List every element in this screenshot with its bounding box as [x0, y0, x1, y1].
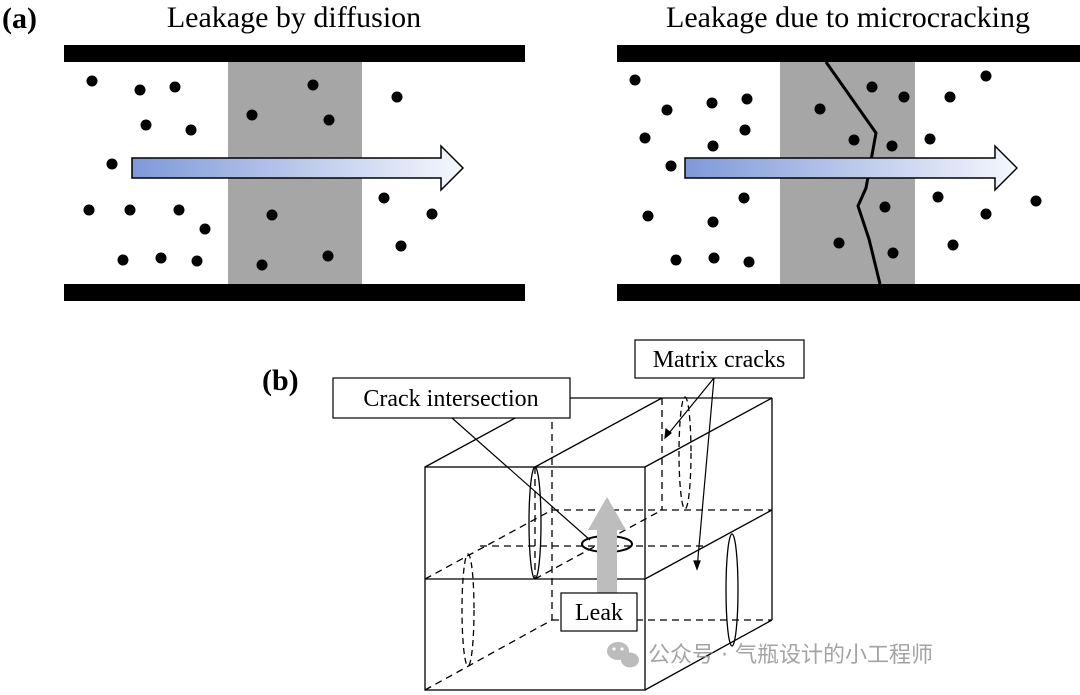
bottom-right-edge: [644, 619, 773, 691]
molecule: [155, 252, 167, 264]
top-crack-line: [534, 397, 663, 468]
diffusion-diagram: Leakage by diffusion: [64, 1, 525, 301]
bottom-wall: [64, 284, 525, 301]
molecule: [378, 192, 390, 204]
molecule: [741, 93, 753, 105]
hidden-bottom-edge: [424, 619, 553, 691]
molecule: [323, 114, 335, 126]
molecule: [426, 208, 438, 220]
molecule: [738, 192, 750, 204]
crack-ellipse-lower-right: [725, 533, 739, 647]
molecule: [266, 209, 278, 221]
molecule: [833, 237, 845, 249]
molecule: [1030, 195, 1042, 207]
molecule: [708, 252, 720, 264]
label-leak: Leak: [560, 592, 638, 632]
molecule: [629, 74, 641, 86]
molecule: [670, 254, 682, 266]
crack-ellipse-back-upper: [678, 396, 692, 510]
molecule: [848, 134, 860, 146]
microcracking-title: Leakage due to microcracking: [666, 1, 1030, 34]
top-right-edge: [644, 397, 773, 468]
crack-intersection-label: Crack intersection: [363, 386, 538, 412]
mid-right-edge: [644, 509, 773, 580]
molecule: [814, 103, 826, 115]
leader-matrix-cracks-2: [696, 377, 715, 570]
top-wall: [64, 45, 525, 62]
molecule: [642, 210, 654, 222]
molecule: [173, 204, 185, 216]
label-box: [634, 339, 805, 379]
leak-arrow: [684, 144, 1019, 192]
molecule: [980, 70, 992, 82]
leader-crack-intersection: [451, 417, 591, 541]
molecule: [924, 133, 936, 145]
laminate-block-diagram: [424, 396, 773, 691]
leader-lines: [451, 377, 715, 571]
block-hidden-edges: [424, 398, 772, 691]
molecule: [980, 208, 992, 220]
molecule: [886, 140, 898, 152]
panel-a-letter: (a): [2, 2, 37, 35]
molecule: [866, 81, 878, 93]
molecules: [629, 70, 1042, 268]
molecule: [256, 259, 268, 271]
leak-upward-arrow: [588, 497, 626, 600]
arrowhead: [693, 560, 701, 571]
molecule: [140, 119, 152, 131]
molecule: [86, 75, 98, 87]
label-matrix-cracks: Matrix cracks: [634, 339, 805, 379]
molecule: [199, 223, 211, 235]
molecule: [639, 132, 651, 144]
molecule: [743, 256, 755, 268]
molecule: [246, 109, 258, 121]
label-crack-intersection: Crack intersection: [332, 377, 571, 419]
molecule: [944, 91, 956, 103]
molecule: [395, 240, 407, 252]
molecule: [307, 79, 319, 91]
molecule: [887, 247, 899, 259]
molecule: [739, 124, 751, 136]
hidden-mid-left-edge: [424, 509, 553, 580]
molecule: [185, 124, 197, 136]
molecule: [391, 91, 403, 103]
panel-b-letter: (b): [262, 364, 299, 397]
molecule: [707, 140, 719, 152]
molecule: [83, 204, 95, 216]
molecule: [124, 204, 136, 216]
microcracking-diagram: Leakage due to microcracking: [617, 1, 1080, 301]
wechat-icon: [607, 642, 639, 668]
leader-matrix-cracks-1: [664, 377, 715, 439]
molecule: [661, 104, 673, 116]
molecule: [947, 239, 959, 251]
molecule: [106, 158, 118, 170]
bottom-wall: [617, 284, 1080, 301]
crack-ellipse-front-upper: [528, 466, 542, 580]
top-wall: [617, 45, 1080, 62]
molecule: [117, 254, 129, 266]
molecule: [665, 160, 677, 172]
watermark: 公众号 · 气瓶设计的小工程师: [607, 642, 933, 668]
arrowhead: [664, 427, 672, 440]
molecule: [932, 191, 944, 203]
molecule: [707, 216, 719, 228]
molecule: [322, 250, 334, 262]
matrix-cracks-label: Matrix cracks: [653, 347, 786, 373]
molecule: [879, 201, 891, 213]
microcrack: [824, 61, 882, 285]
leak-arrow: [131, 144, 465, 192]
molecule: [706, 97, 718, 109]
watermark-text: 公众号 · 气瓶设计的小工程师: [648, 643, 933, 668]
label-box: [332, 377, 571, 419]
crack-ellipse-lower-left: [461, 553, 475, 667]
molecule: [134, 84, 146, 96]
label-box: [560, 592, 638, 632]
molecules: [83, 75, 438, 271]
molecule: [898, 91, 910, 103]
molecule: [191, 255, 203, 267]
diffusion-title: Leakage by diffusion: [167, 1, 421, 34]
leak-label: Leak: [575, 600, 623, 626]
molecule: [169, 81, 181, 93]
